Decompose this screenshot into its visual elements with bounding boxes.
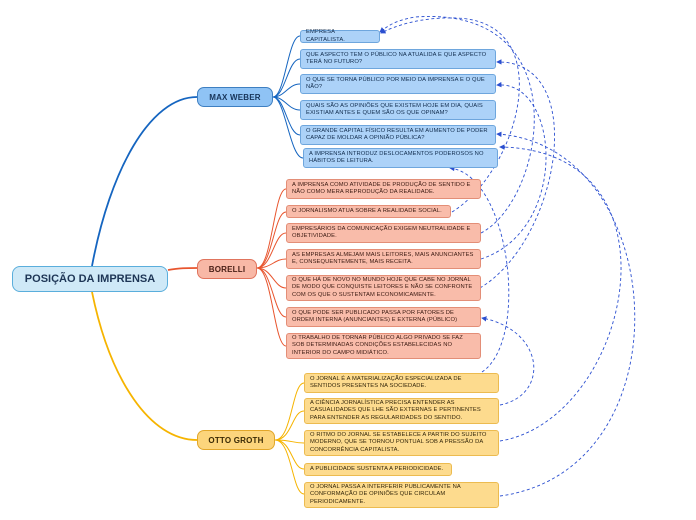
main-topic-otto-groth[interactable]: OTTO GROTH	[197, 430, 275, 450]
subtopic-label: O JORNAL PASSA A INTERFERIR PUBLICAMENTE…	[310, 483, 461, 505]
main-topic-label: MAX WEBER	[209, 92, 261, 102]
subtopic-label: QUAIS SÃO AS OPINIÕES QUE EXISTEM HOJE E…	[306, 102, 483, 116]
subtopic-borelli-4[interactable]: AS EMPRESAS ALMEJAM MAIS LEITORES, MAIS …	[286, 249, 481, 269]
subtopic-weber-5[interactable]: O GRANDE CAPITAL FÍSICO RESULTA EM AUMEN…	[300, 125, 496, 145]
subtopic-otto-4[interactable]: A PUBLICIDADE SUSTENTA A PERIODICIDADE.	[304, 463, 452, 476]
subtopic-label: A PUBLICIDADE SUSTENTA A PERIODICIDADE.	[310, 465, 444, 472]
subtopic-otto-1[interactable]: O JORNAL É A MATERIALIZAÇÃO ESPECIALIZAD…	[304, 373, 499, 393]
subtopic-weber-1[interactable]: EMPRESA CAPITALISTA.	[300, 29, 380, 43]
subtopic-borelli-3[interactable]: EMPRESÁRIOS DA COMUNICAÇÃO EXIGEM NEUTRA…	[286, 223, 481, 243]
leaf-line-weber-3	[272, 83, 301, 98]
subtopic-otto-3[interactable]: O RITMO DO JORNAL SE ESTABELECE A PARTIR…	[304, 430, 499, 456]
subtopic-label: O RITMO DO JORNAL SE ESTABELECE A PARTIR…	[310, 431, 487, 453]
subtopic-label: A IMPRENSA COMO ATIVIDADE DE PRODUÇÃO DE…	[292, 181, 471, 195]
relation-arrow-6	[496, 131, 636, 497]
subtopic-otto-5[interactable]: O JORNAL PASSA A INTERFERIR PUBLICAMENTE…	[304, 482, 499, 508]
relation-arrow-7	[481, 316, 535, 406]
subtopic-weber-2[interactable]: QUE ASPECTO TEM O PÚBLICO NA ATUALIDA E …	[300, 49, 496, 69]
leaf-line-borelli-4	[256, 258, 287, 269]
subtopic-label: O QUE SE TORNA PÚBLICO POR MEIO DA IMPRE…	[306, 76, 485, 90]
branch-line-borelli	[167, 267, 198, 271]
subtopic-label: O JORNAL É A MATERIALIZAÇÃO ESPECIALIZAD…	[310, 375, 462, 389]
leaf-line-borelli-2	[256, 211, 287, 269]
subtopic-label: O GRANDE CAPITAL FÍSICO RESULTA EM AUMEN…	[306, 127, 488, 141]
relation-arrow-4	[480, 81, 547, 260]
relation-arrow-2	[479, 59, 555, 289]
leaf-line-otto-4	[274, 439, 305, 470]
subtopic-label: QUE ASPECTO TEM O PÚBLICO NA ATUALIDA E …	[306, 51, 487, 65]
leaf-line-otto-1	[274, 382, 305, 441]
leaf-line-otto-5	[274, 439, 305, 495]
leaf-line-weber-1	[272, 35, 301, 98]
subtopic-weber-6[interactable]: A IMPRENSA INTRODUZ DESLOCAMENTOS PODERO…	[303, 148, 498, 168]
subtopic-label: AS EMPRESAS ALMEJAM MAIS LEITORES, MAIS …	[292, 251, 474, 265]
subtopic-weber-3[interactable]: O QUE SE TORNA PÚBLICO POR MEIO DA IMPRE…	[300, 74, 496, 94]
subtopic-label: O QUE PODE SER PUBLICADO PASSA POR FATOR…	[292, 309, 458, 323]
leaf-line-weber-5	[272, 96, 301, 136]
branch-line-otto	[91, 291, 198, 441]
main-topic-borelli[interactable]: BORELLI	[197, 259, 257, 279]
leaf-line-borelli-1	[256, 188, 287, 269]
subtopic-otto-2[interactable]: A CIÊNCIA JORNALÍSTICA PRECISA ENTENDER …	[304, 398, 499, 424]
leaf-line-weber-2	[272, 58, 301, 98]
leaf-line-borelli-6	[256, 267, 287, 318]
subtopic-borelli-2[interactable]: O JORNALISMO ATUA SOBRE A REALIDADE SOCI…	[286, 205, 451, 218]
leaf-line-borelli-3	[256, 232, 287, 269]
subtopic-label: A IMPRENSA INTRODUZ DESLOCAMENTOS PODERO…	[309, 150, 484, 164]
subtopic-borelli-5[interactable]: O QUE HÁ DE NOVO NO MUNDO HOJE QUE CABE …	[286, 275, 481, 301]
main-topic-label: BORELLI	[208, 264, 246, 274]
branch-line-weber	[91, 96, 198, 267]
leaf-line-weber-6	[272, 96, 304, 159]
leaf-line-borelli-7	[256, 267, 287, 347]
subtopic-label: EMPRESA CAPITALISTA.	[306, 29, 345, 43]
subtopic-borelli-7[interactable]: O TRABALHO DE TORNAR PÚBLICO ALGO PRIVAD…	[286, 333, 481, 359]
subtopic-label: O TRABALHO DE TORNAR PÚBLICO ALGO PRIVAD…	[292, 334, 463, 356]
relation-arrow-8	[449, 165, 510, 373]
relation-arrow-3	[379, 16, 535, 234]
subtopic-label: A CIÊNCIA JORNALÍSTICA PRECISA ENTENDER …	[310, 399, 481, 421]
main-topic-max-weber[interactable]: MAX WEBER	[197, 87, 273, 107]
subtopic-borelli-1[interactable]: A IMPRENSA COMO ATIVIDADE DE PRODUÇÃO DE…	[286, 179, 481, 199]
subtopic-borelli-6[interactable]: O QUE PODE SER PUBLICADO PASSA POR FATOR…	[286, 307, 481, 327]
main-topic-label: OTTO GROTH	[208, 435, 264, 445]
subtopic-label: EMPRESÁRIOS DA COMUNICAÇÃO EXIGEM NEUTRA…	[292, 225, 471, 239]
subtopic-label: O JORNALISMO ATUA SOBRE A REALIDADE SOCI…	[292, 207, 442, 214]
subtopic-label: O QUE HÁ DE NOVO NO MUNDO HOJE QUE CABE …	[292, 276, 473, 298]
root-topic[interactable]: POSIÇÃO DA IMPRENSA	[12, 266, 168, 292]
root-topic-label: POSIÇÃO DA IMPRENSA	[24, 273, 156, 285]
subtopic-weber-4[interactable]: QUAIS SÃO AS OPINIÕES QUE EXISTEM HOJE E…	[300, 100, 496, 120]
leaf-line-otto-2	[274, 410, 305, 441]
relation-arrow-5	[499, 144, 622, 442]
